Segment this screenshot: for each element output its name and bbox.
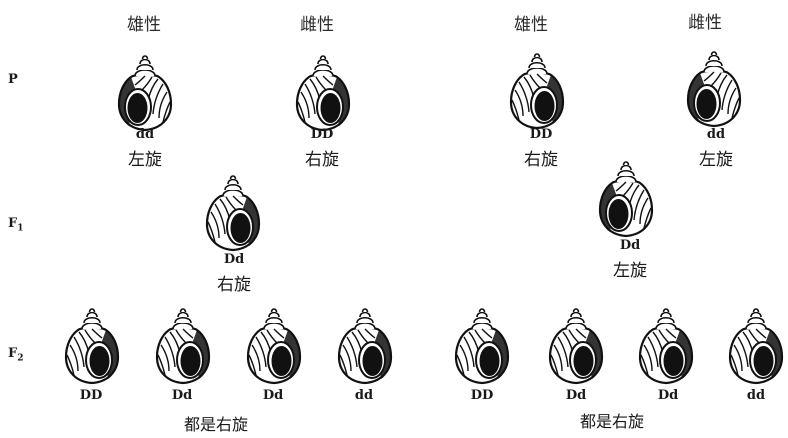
right-f2-genotype-4: dd [746, 388, 766, 403]
right-cross-female-label: 雌性 [688, 13, 722, 33]
right-p-male-genotype: DD [529, 127, 553, 142]
left-f1-phenotype: 右旋 [217, 275, 251, 295]
right-p-male-shell [509, 53, 565, 130]
right-f2-genotype-2: Dd [565, 388, 587, 403]
right-f1-shell [598, 161, 654, 238]
generation-f2-letter: F [8, 346, 18, 361]
generation-f1-subscript: 1 [17, 223, 24, 234]
left-f2-genotype-3: Dd [262, 388, 284, 403]
left-f2-genotype-4: dd [354, 388, 374, 403]
left-f1-genotype: Dd [223, 252, 245, 267]
left-cross-male-label: 雄性 [127, 15, 161, 35]
right-f1-genotype: Dd [619, 238, 641, 253]
generation-label-f2: F2 [8, 346, 24, 364]
right-f2-shell-4 [728, 308, 784, 385]
right-f2-shell-3 [638, 308, 694, 385]
right-f2-summary: 都是右旋 [580, 412, 645, 431]
left-p-male-shell [117, 55, 173, 132]
right-f2-genotype-1: DD [470, 388, 494, 403]
generation-label-p: P [8, 72, 18, 87]
left-p-female-phenotype: 右旋 [305, 150, 339, 170]
right-p-female-shell [686, 51, 742, 128]
left-f2-shell-3 [246, 308, 302, 385]
right-f2-genotype-3: Dd [657, 388, 679, 403]
left-f2-shell-1 [64, 308, 120, 385]
left-p-female-genotype: DD [310, 127, 334, 142]
right-f2-shell-2 [548, 308, 604, 385]
right-p-female-phenotype: 左旋 [699, 150, 733, 170]
generation-label-f1: F1 [8, 216, 24, 234]
right-p-female-genotype: dd [706, 127, 726, 142]
left-f2-genotype-1: DD [79, 388, 103, 403]
generation-f1-letter: F [8, 216, 18, 231]
left-p-male-genotype: dd [135, 127, 155, 142]
left-f2-shell-4 [337, 308, 393, 385]
left-f1-shell [205, 175, 261, 252]
left-f2-summary: 都是右旋 [184, 415, 249, 434]
left-cross-female-label: 雌性 [300, 15, 334, 35]
left-p-male-phenotype: 左旋 [128, 150, 162, 170]
left-f2-shell-2 [155, 308, 211, 385]
right-f2-shell-1 [454, 308, 510, 385]
generation-f2-subscript: 2 [17, 353, 24, 364]
left-p-female-shell [295, 55, 351, 132]
left-f2-genotype-2: Dd [171, 388, 193, 403]
right-p-male-phenotype: 右旋 [524, 150, 558, 170]
right-f1-phenotype: 左旋 [613, 261, 647, 281]
right-cross-male-label: 雄性 [514, 15, 548, 35]
